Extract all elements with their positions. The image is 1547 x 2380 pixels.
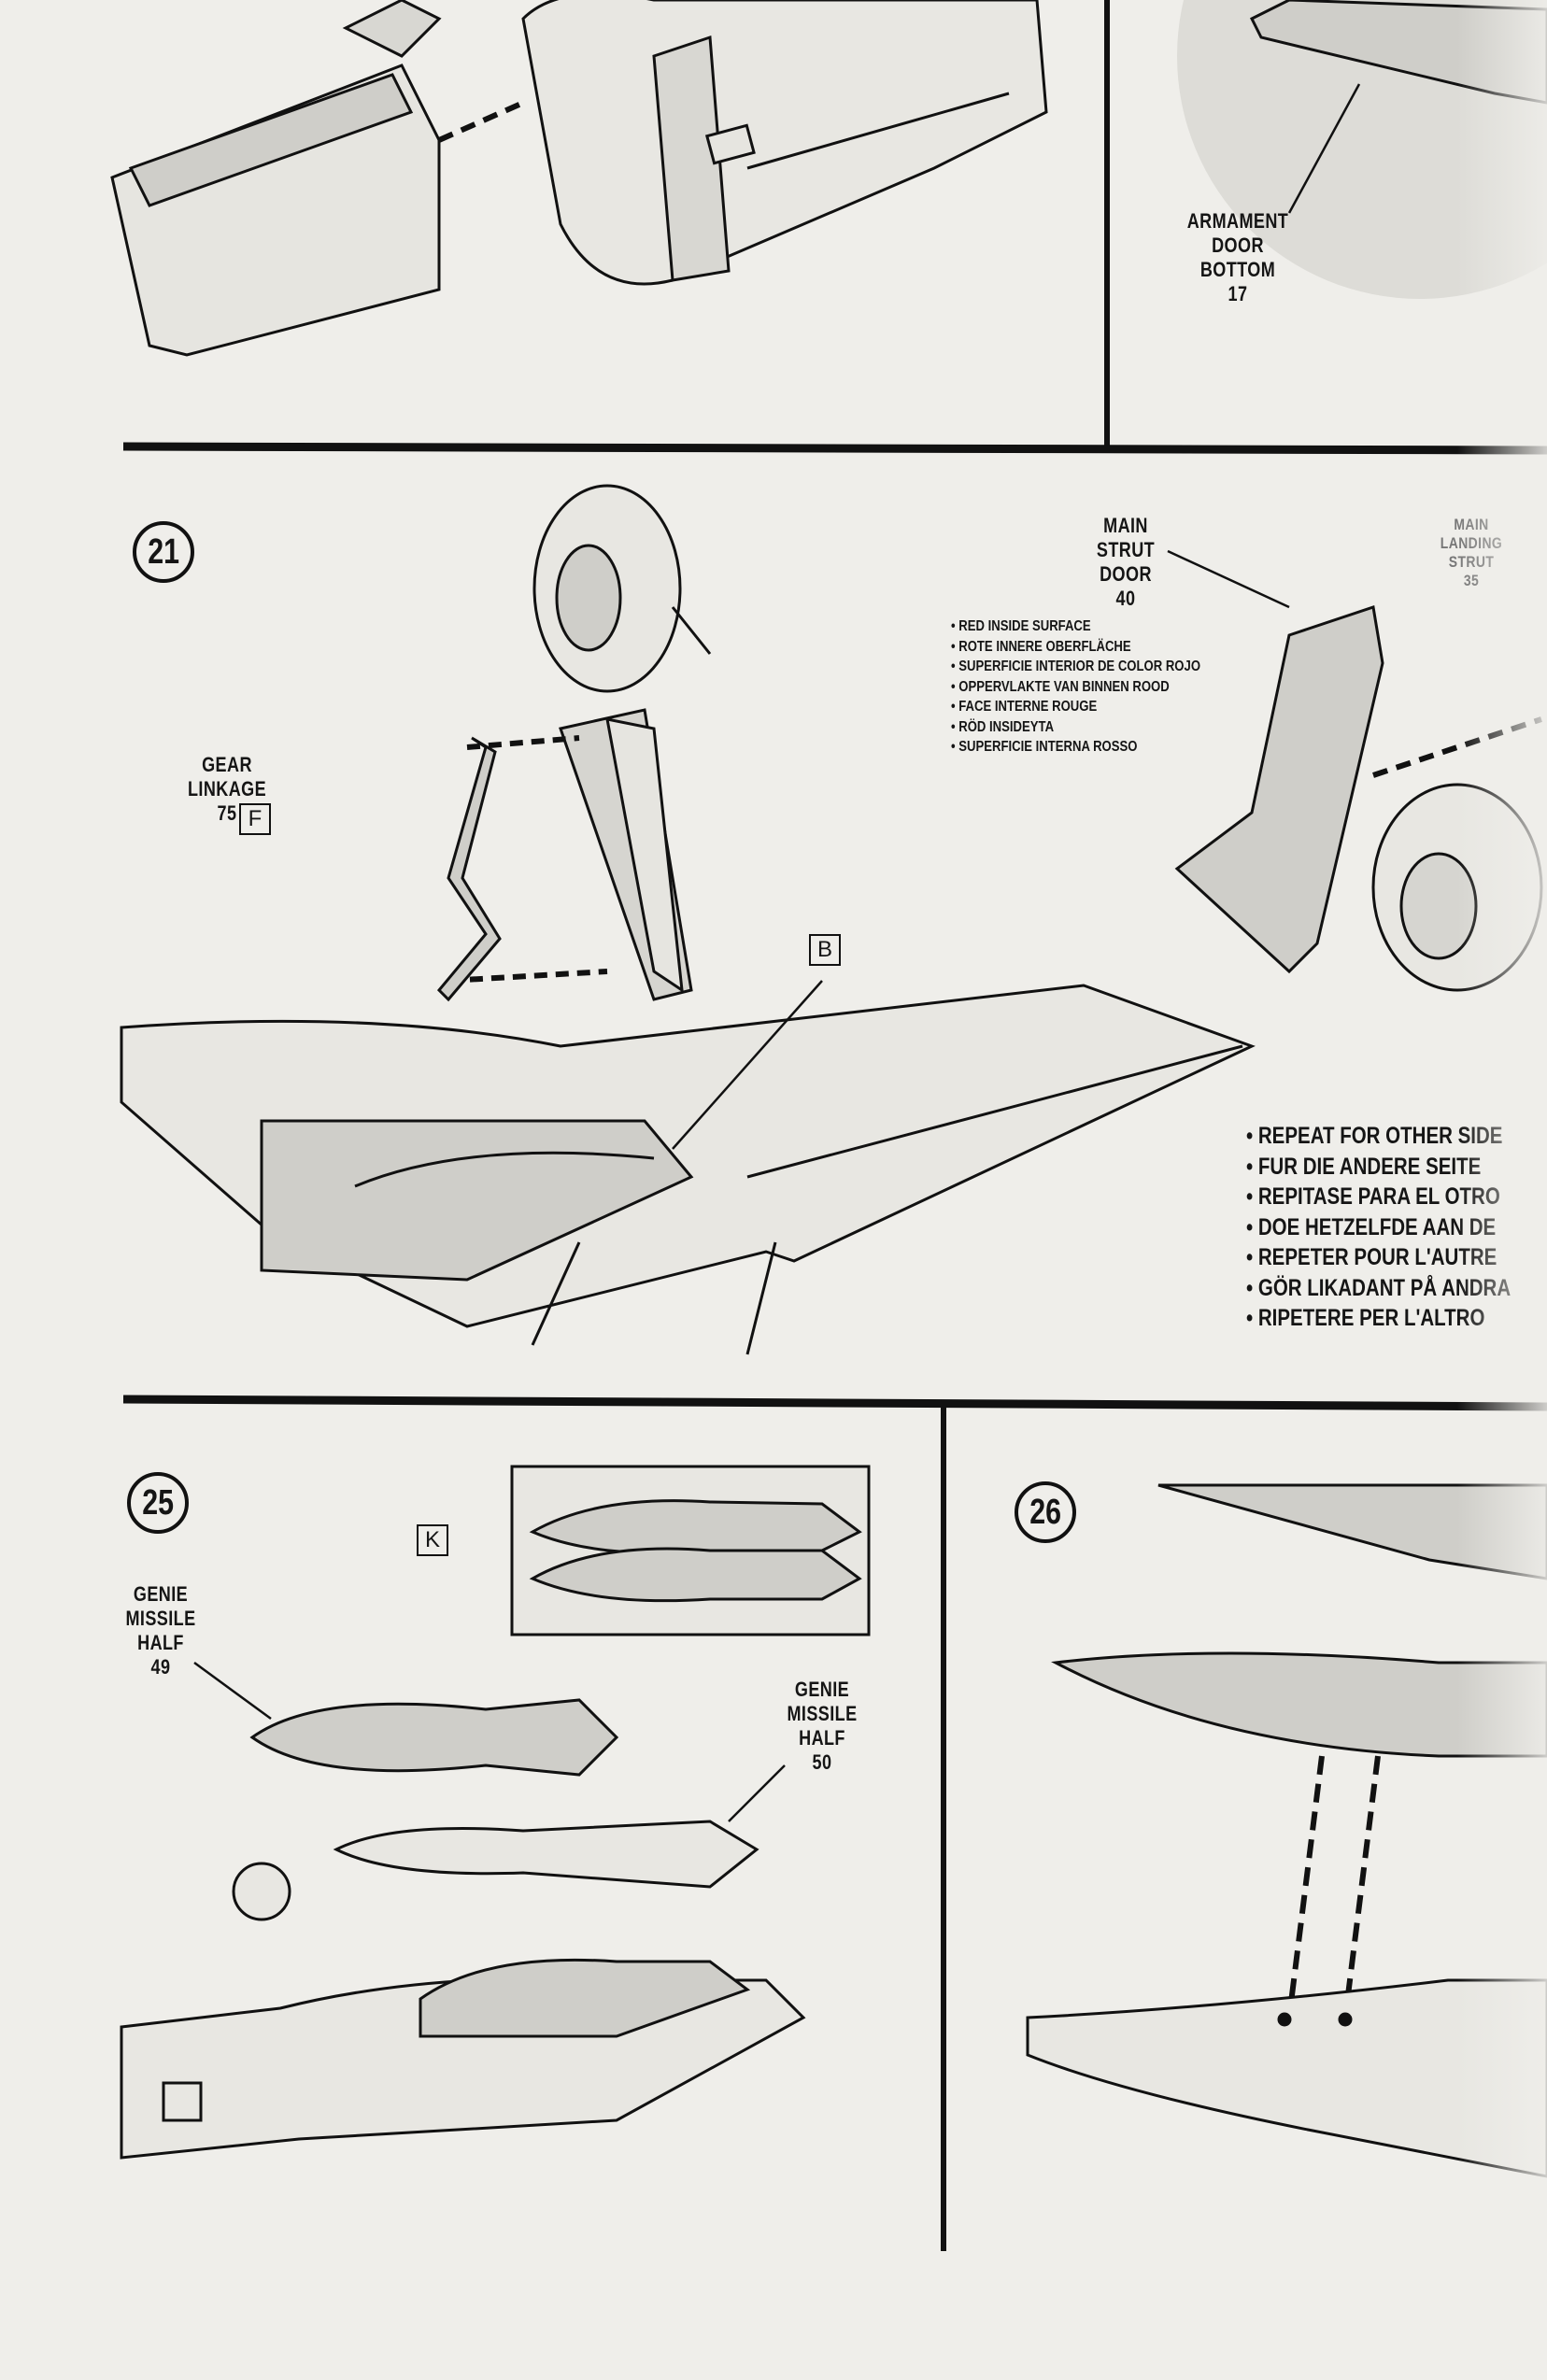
- missile-bay-drawing: [120, 1862, 806, 2160]
- genie-missile-drawing: [193, 1465, 871, 1889]
- repeat-other-side-notes: REPEAT FOR OTHER SIDE FUR DIE ANDERE SEI…: [1246, 1121, 1547, 1334]
- genie-missile-half-50-label: GENIE MISSILE HALF 50: [787, 1678, 858, 1774]
- step-25-badge: 25: [127, 1472, 189, 1534]
- main-strut-door-label: MAIN STRUT DOOR 40: [1096, 514, 1156, 610]
- pylon-mount-drawing: [1026, 1483, 1547, 2178]
- location-b-box: B: [809, 934, 841, 966]
- part-tree-f-box: F: [239, 803, 271, 835]
- genie-missile-half-49-label: GENIE MISSILE HALF 49: [125, 1582, 196, 1679]
- red-inside-surface-notes: RED INSIDE SURFACE ROTE INNERE OBERFLÄCH…: [951, 616, 1200, 758]
- part-tree-k-box: K: [417, 1524, 448, 1556]
- armament-door-bottom-label: ARMAMENT DOOR BOTTOM 17: [1186, 209, 1289, 305]
- step-21-badge: 21: [133, 521, 194, 583]
- step-26-badge: 26: [1015, 1481, 1076, 1543]
- section-dividers: [122, 0, 1547, 2251]
- nose-gear-drawing: [436, 484, 712, 1002]
- gear-linkage-label: GEAR LINKAGE 75: [187, 753, 267, 825]
- cockpit-tub-drawing: [110, 0, 1048, 357]
- page-edge-fade: [1457, 0, 1547, 2380]
- wing-wheel-well-drawing: [120, 980, 1256, 1355]
